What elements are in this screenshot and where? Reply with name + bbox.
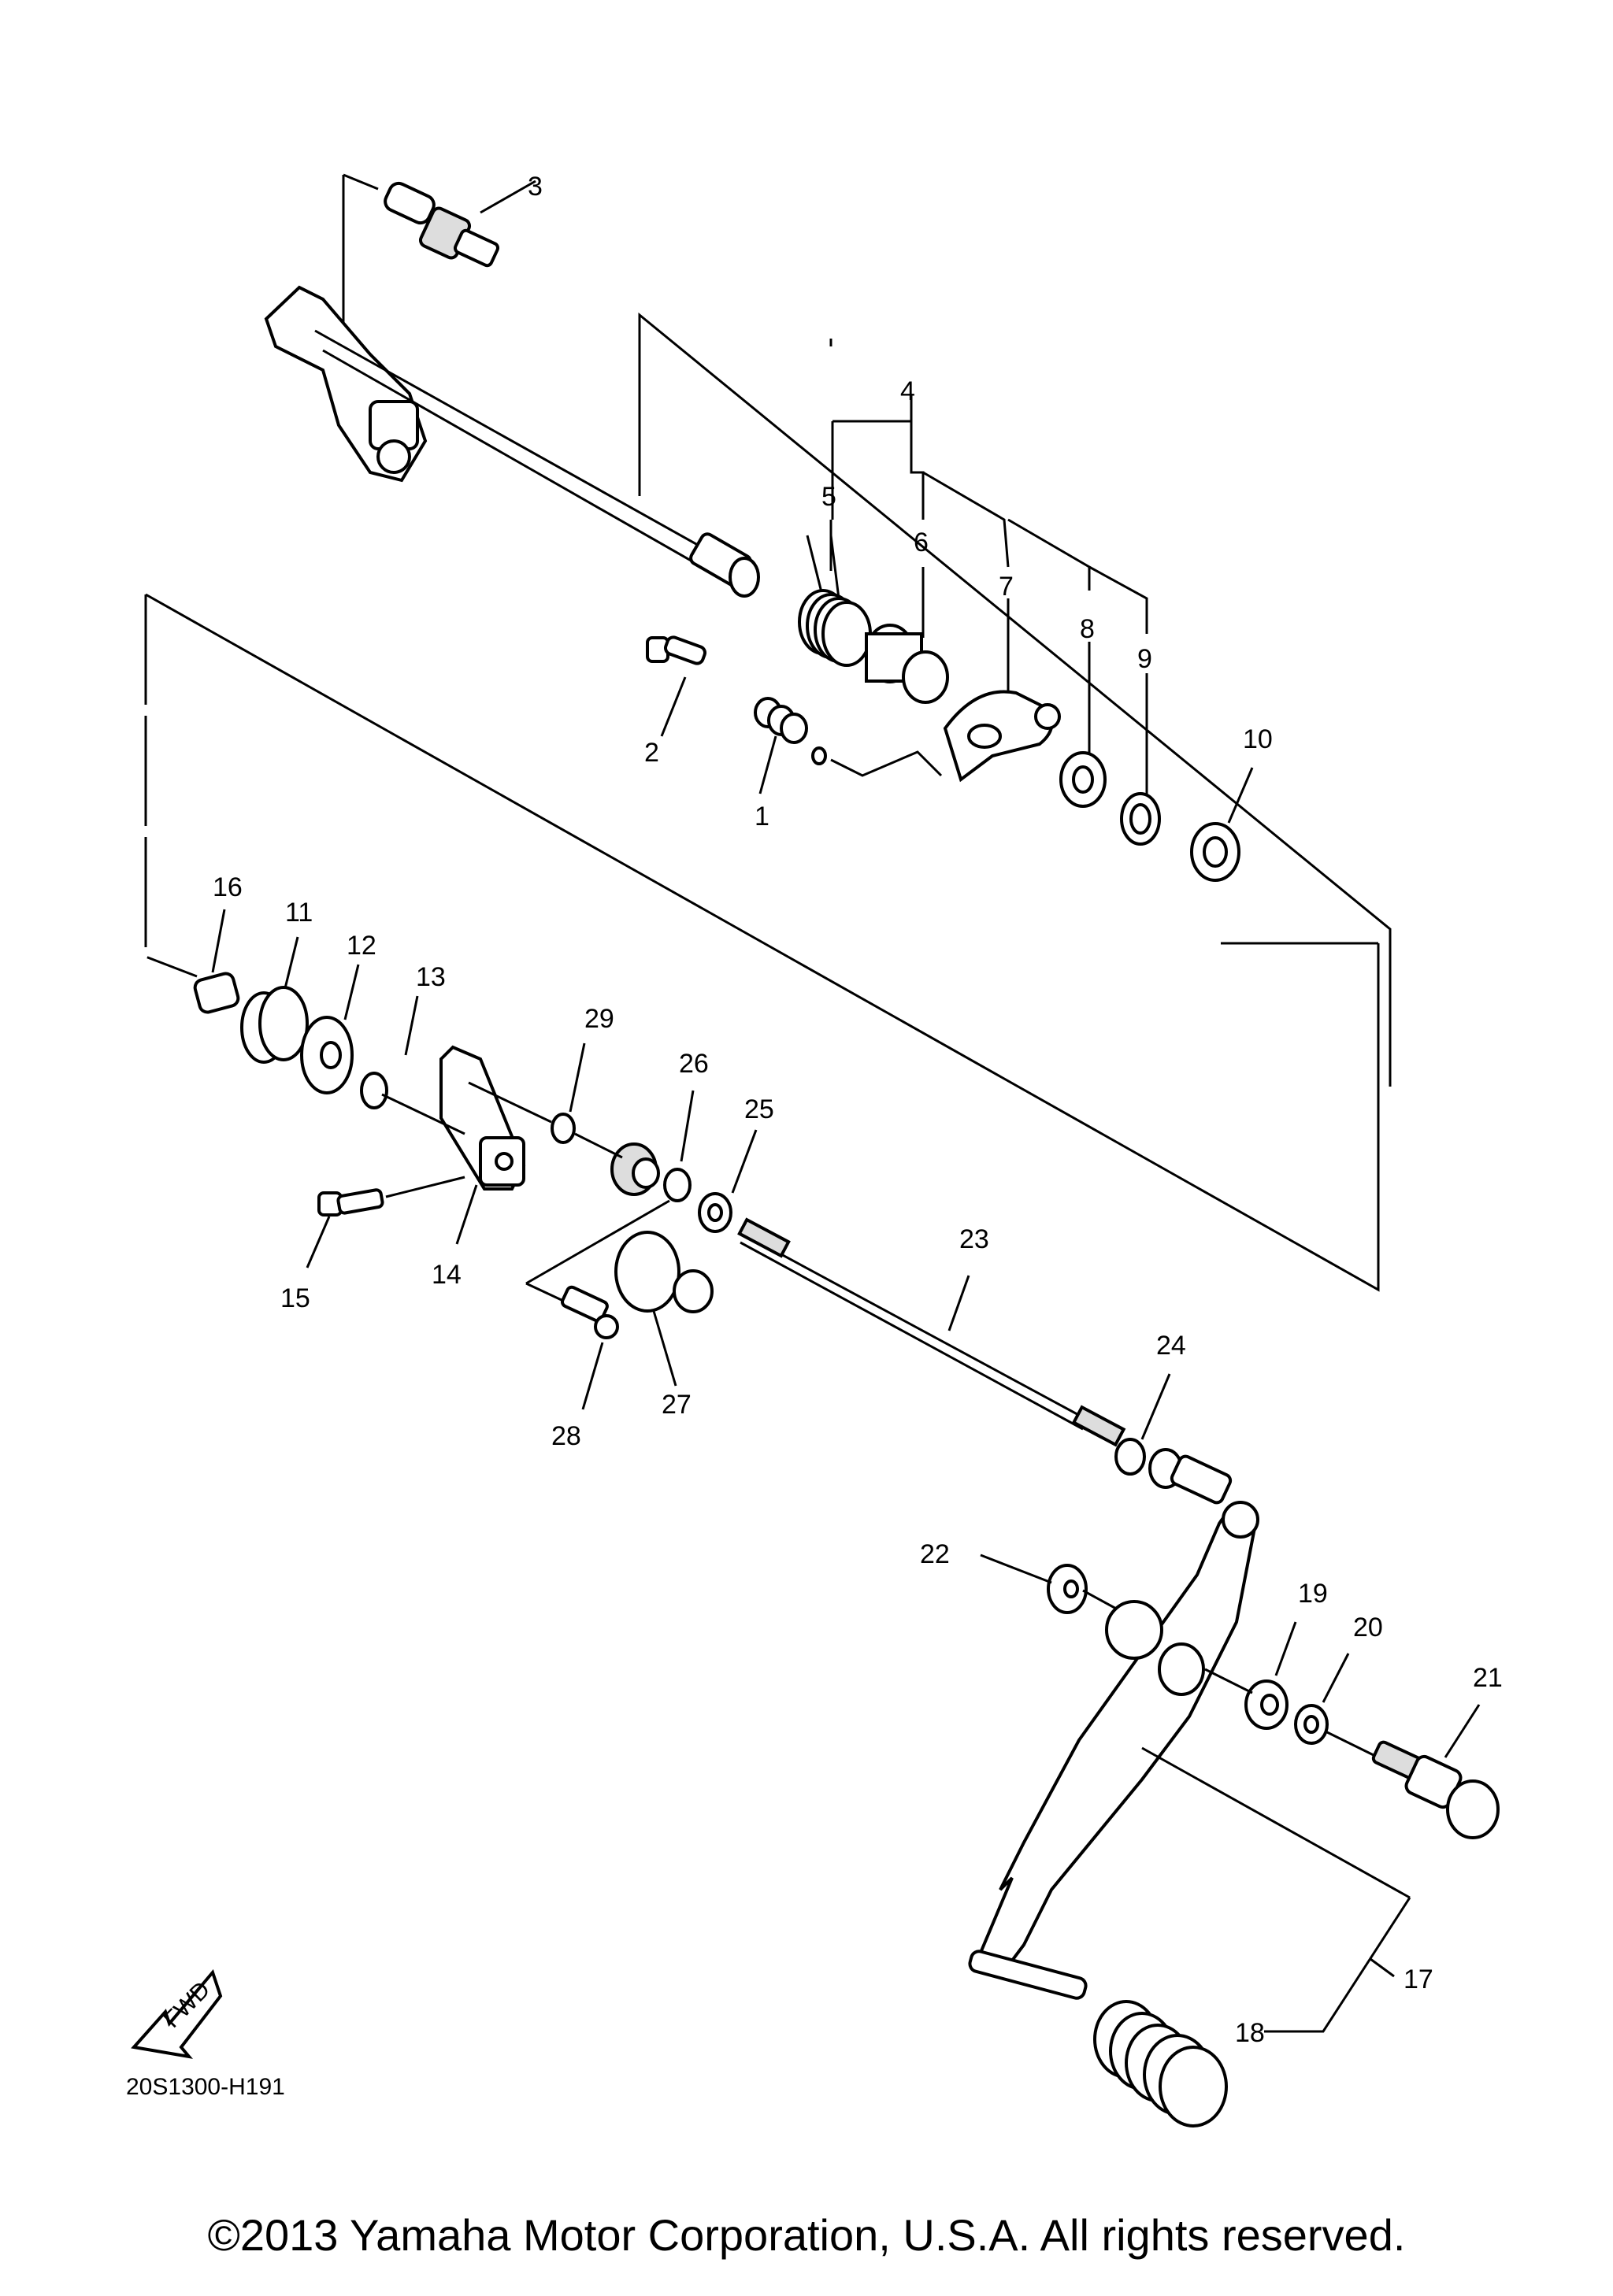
collar-part-29	[468, 1042, 586, 1144]
drawing-code: 20S1300-H191	[126, 2074, 285, 2100]
bolt-part-2	[646, 635, 707, 737]
callout-labels: 3 4 5 6 7 8 9 10 2 1 16 11 12 13 29 26 2…	[213, 172, 1503, 2048]
callout-21: 21	[1473, 1663, 1503, 1693]
lower-frame	[144, 593, 1380, 1292]
fwd-arrow-icon: FWD	[131, 1968, 223, 2059]
callout-26: 26	[679, 1049, 709, 1079]
washer-part-8	[1059, 642, 1107, 808]
callout-12: 12	[347, 931, 376, 961]
callout-24: 24	[1156, 1331, 1186, 1361]
washer-part-25	[698, 1129, 758, 1233]
callout-3: 3	[528, 172, 543, 202]
callout-4: 4	[900, 376, 915, 406]
washer-part-20	[1294, 1653, 1350, 1745]
circlip-part-9	[1120, 673, 1161, 846]
callout-5: 5	[821, 482, 836, 512]
copyright-notice: ©2013 Yamaha Motor Corporation, U.S.A. A…	[207, 2210, 1406, 2260]
callout-6: 6	[914, 528, 929, 557]
bolt-part-28	[525, 1199, 670, 1410]
callout-7: 7	[999, 572, 1014, 602]
bolt-part-3	[342, 173, 536, 339]
pedal-part-17	[968, 1501, 1411, 2033]
nut-part-24	[1114, 1373, 1233, 1505]
callout-2: 2	[644, 738, 659, 768]
callout-15: 15	[280, 1283, 310, 1313]
callout-29: 29	[584, 1004, 614, 1034]
washer-part-10	[1190, 767, 1254, 882]
lever-part-14	[381, 1045, 526, 1245]
callout-13: 13	[416, 962, 446, 992]
callout-23: 23	[959, 1224, 989, 1254]
circlip-part-13	[360, 995, 419, 1109]
rod-part-23	[737, 1217, 1126, 1447]
shift-shaft-frame	[638, 312, 1392, 1087]
oil-seal-part-11	[240, 936, 309, 1064]
bearing-part-16	[193, 909, 240, 1014]
washer-part-19	[1244, 1621, 1297, 1730]
callout-27: 27	[662, 1390, 692, 1420]
washer-part-22	[980, 1554, 1163, 1660]
cover-part-27	[614, 1231, 714, 1387]
callout-20: 20	[1353, 1613, 1383, 1642]
spring-part-5	[798, 520, 872, 667]
group-4-bracket	[831, 394, 1148, 634]
callout-14: 14	[432, 1260, 462, 1290]
bolt-part-15	[306, 1176, 465, 1268]
arm-part-7	[943, 598, 1061, 783]
callout-8: 8	[1080, 614, 1095, 644]
bolt-part-21	[1204, 1668, 1500, 1839]
shift-shaft	[264, 285, 760, 598]
callout-28: 28	[551, 1421, 581, 1451]
joint-part-26	[574, 1090, 695, 1202]
washer-part-12	[300, 964, 360, 1094]
callout-25: 25	[744, 1094, 774, 1124]
callout-16: 16	[213, 872, 243, 902]
callout-10: 10	[1243, 724, 1273, 754]
callout-19: 19	[1298, 1579, 1328, 1609]
collar-part-6	[865, 567, 949, 704]
callout-18: 18	[1235, 2018, 1265, 2048]
callout-22: 22	[920, 1539, 950, 1569]
pin-part-1	[754, 697, 943, 794]
callout-9: 9	[1137, 644, 1152, 674]
callout-11: 11	[285, 898, 313, 928]
callout-17: 17	[1403, 1965, 1433, 1994]
rubber-part-18	[1093, 2000, 1228, 2128]
callout-1: 1	[755, 802, 769, 831]
